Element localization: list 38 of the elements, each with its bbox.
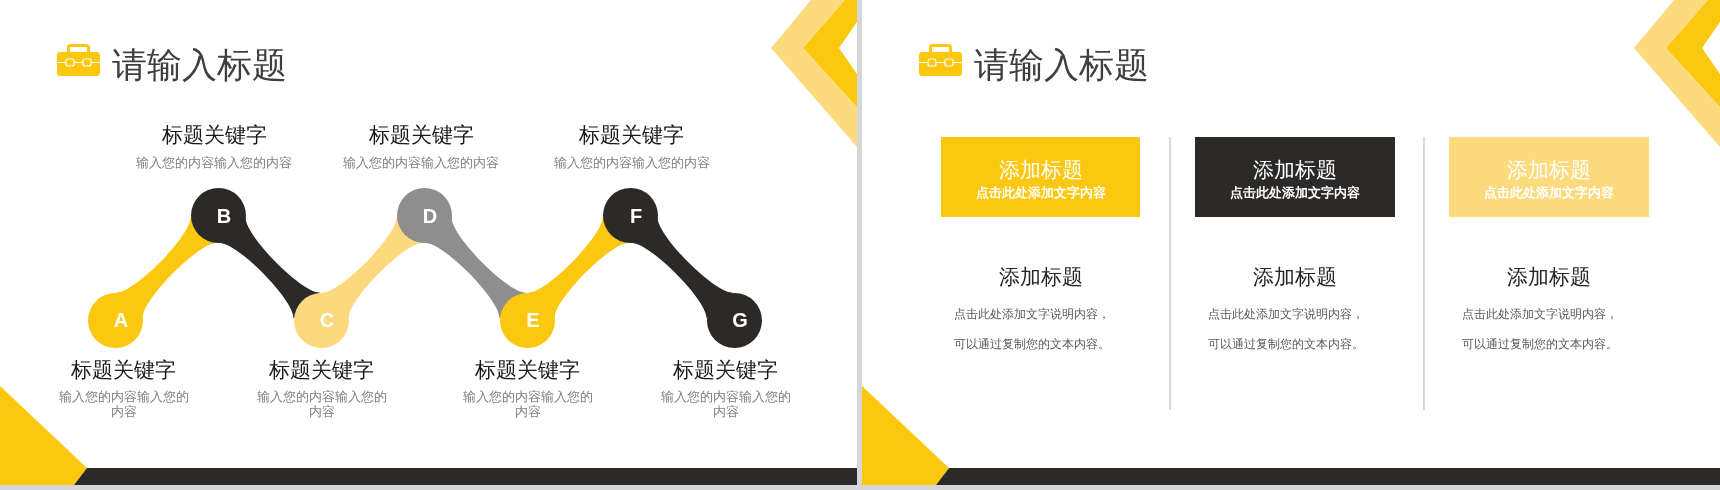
column-heading: 添加标题 [1507,264,1591,290]
keyword-heading: 标题关键字 [578,122,684,148]
step-letter: E [526,309,540,331]
step-letter: G [732,309,748,331]
column-description: 点击此处添加文字说明内容，可以通过复制您的文本内容。 [1208,306,1365,353]
step-letter: A [113,309,129,331]
step-letter: D [422,204,438,227]
step-letter: F [629,204,643,227]
step-letter: B [216,204,232,227]
column-description: 点击此处添加文字说明内容，可以通过复制您的文本内容。 [954,306,1111,353]
keyword-heading: 标题关键字 [474,357,580,383]
keyword-heading: 标题关键字 [368,122,474,148]
slide-title: 请输入标题 [974,44,1149,86]
step-letter: C [319,309,335,331]
header-box [1449,137,1649,217]
box-title: 添加标题 [1507,157,1591,183]
box-subtitle: 点击此处添加文字内容 [1484,185,1614,201]
keyword-heading: 标题关键字 [268,357,374,383]
header-box [1195,137,1395,217]
keyword-heading: 标题关键字 [672,357,778,383]
header-box [941,137,1140,217]
column-description: 点击此处添加文字说明内容，可以通过复制您的文本内容。 [1462,306,1619,353]
keyword-description: 输入您的内容输入您的内容 [59,389,189,419]
column-heading: 添加标题 [998,264,1083,290]
keyword-description: 输入您的内容输入您的内容 [463,389,593,419]
keyword-description: 输入您的内容输入您的内容 [136,154,292,170]
keyword-description: 输入您的内容输入您的内容 [661,389,791,419]
box-title: 添加标题 [1253,157,1337,183]
keyword-heading: 标题关键字 [161,122,267,148]
keyword-description: 输入您的内容输入您的内容 [554,154,710,170]
column-heading: 添加标题 [1253,264,1337,290]
box-title: 添加标题 [998,157,1083,183]
keyword-heading: 标题关键字 [70,357,176,383]
box-subtitle: 点击此处添加文字内容 [1230,185,1360,201]
box-subtitle: 点击此处添加文字内容 [975,185,1106,201]
keyword-description: 输入您的内容输入您的内容 [343,154,499,170]
keyword-description: 输入您的内容输入您的内容 [257,389,387,419]
slide-title: 请输入标题 [112,44,287,86]
